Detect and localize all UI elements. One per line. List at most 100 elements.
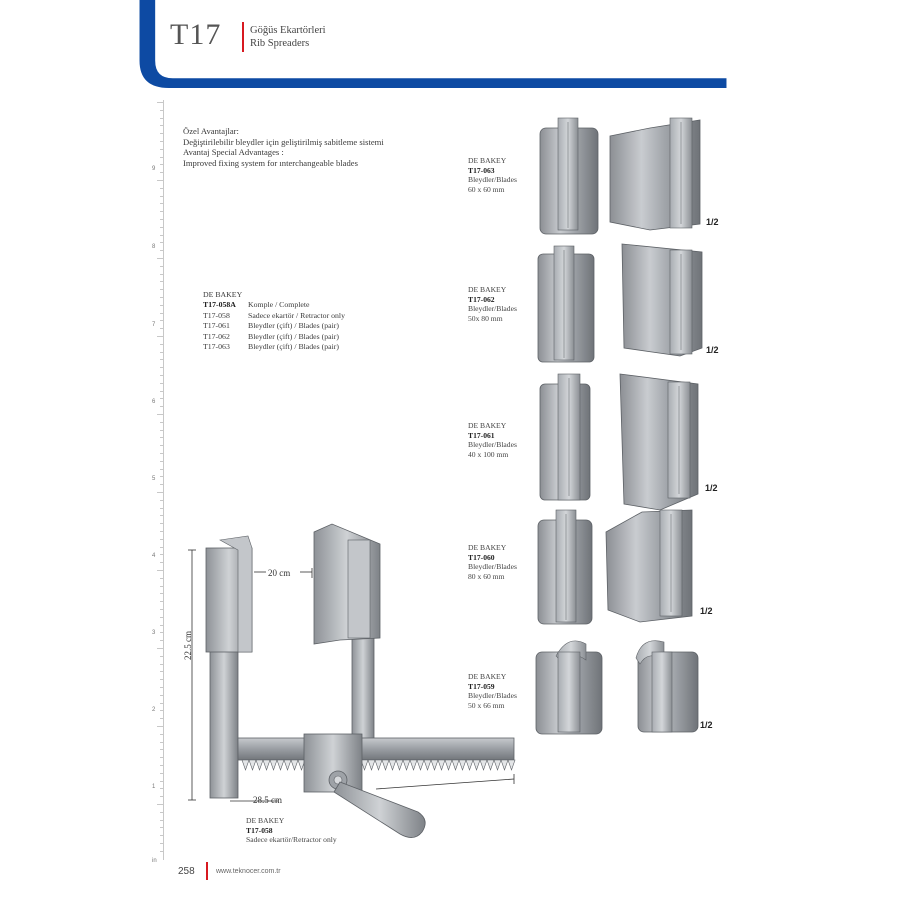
rack-tooth — [465, 759, 474, 771]
rack-tooth — [276, 759, 285, 771]
blade-t17-062-left — [537, 245, 595, 363]
rib-spreader-illustration: /* placeholder for teeth drawn below */ — [188, 523, 516, 838]
rack-tooth — [402, 759, 411, 771]
blade-code: T17-061 — [468, 430, 495, 440]
rack-tooth — [458, 759, 467, 771]
ruler-tick — [160, 312, 164, 314]
table-row: T17-062 Bleydler (çift) / Blades (pair) — [203, 332, 345, 342]
ruler-tick — [160, 601, 164, 603]
blade-size: 80 x 60 mm — [468, 571, 505, 581]
scale-label: 1/2 — [700, 606, 713, 616]
ruler-tick — [160, 390, 164, 392]
ruler-tick — [157, 648, 164, 649]
rack-tooth — [297, 759, 306, 771]
ruler-tick — [160, 437, 164, 439]
rack-tooth — [388, 759, 397, 771]
ruler-tick — [160, 655, 164, 657]
ruler-tick — [160, 679, 164, 681]
ruler-tick — [157, 492, 164, 493]
blade-t17-059-right — [635, 640, 699, 733]
ruler-tick — [160, 554, 164, 556]
ruler-tick — [160, 187, 164, 189]
ruler-tick — [160, 460, 164, 462]
blade-illustrations — [535, 117, 703, 735]
ruler-tick — [160, 125, 164, 127]
scale-label: 1/2 — [706, 217, 719, 227]
ruler-tick — [160, 585, 164, 587]
ruler-tick — [160, 250, 164, 252]
ruler-label: 5 — [152, 476, 156, 482]
blade-label: Bleydler/Blades — [468, 691, 517, 701]
dimension-spread: 28.5 cm — [253, 795, 282, 805]
rack-tooth — [493, 759, 502, 771]
blade-caption-t17-059: DE BAKEY T17-059 Bleydler/Blades 50 x 66… — [468, 672, 517, 710]
ruler-tick — [160, 811, 164, 813]
ruler-tick — [160, 211, 164, 213]
ruler-tick — [160, 757, 164, 759]
scale-label: 1/2 — [700, 720, 713, 730]
rack-tooth — [360, 759, 369, 771]
ruler-tick — [160, 780, 164, 782]
ruler-tick — [157, 102, 164, 103]
ruler-tick — [160, 156, 164, 158]
blade-label: Bleydler/Blades — [468, 175, 517, 185]
item-desc: Sadece ekartör / Retractor only — [248, 310, 345, 320]
ruler-tick — [160, 367, 164, 369]
retractor-caption: DE BAKEY T17-058 Sadece ekartör/Retracto… — [246, 816, 337, 845]
ruler-label: 8 — [152, 244, 156, 250]
ruler-tick — [160, 772, 164, 774]
title-separator — [242, 22, 244, 52]
ruler-tick — [160, 468, 164, 470]
rack-tooth — [451, 759, 460, 771]
blade-t17-060-right — [605, 509, 693, 623]
retractor-code: T17-058 — [246, 825, 273, 835]
rack-tooth — [381, 759, 390, 771]
ruler-tick — [160, 788, 164, 790]
ruler-tick — [160, 843, 164, 844]
ruler-tick — [160, 640, 164, 642]
rack-tooth — [290, 759, 299, 771]
ruler-tick — [160, 281, 164, 283]
page-number: 258 — [178, 866, 195, 877]
ruler-tick — [160, 515, 164, 517]
advantages-text-tr: Değiştirilebilir bleydler için geliştiri… — [183, 136, 384, 147]
ruler-tick — [160, 507, 164, 509]
ruler-tick — [160, 546, 164, 548]
rack-tooth — [409, 759, 418, 771]
ruler-tick — [157, 570, 164, 571]
ruler-tick — [160, 148, 164, 150]
dimension-width: 20 cm — [268, 568, 291, 578]
advantages-heading-en: Avantaj Special Advantages : — [183, 147, 284, 157]
blade-caption-t17-061: DE BAKEY T17-061 Bleydler/Blades 40 x 10… — [468, 421, 517, 459]
blade-name: DE BAKEY — [468, 543, 507, 552]
blade-t17-063-right — [609, 117, 701, 231]
blade-size: 50 x 66 mm — [468, 700, 505, 710]
blade-name: DE BAKEY — [468, 672, 507, 681]
rack-tooth — [507, 759, 516, 771]
item-desc: Bleydler (çift) / Blades (pair) — [248, 331, 339, 341]
ruler-tick — [160, 484, 164, 486]
blade-name: DE BAKEY — [468, 285, 507, 294]
ruler — [163, 100, 164, 860]
footer-url[interactable]: www.teknocer.com.tr — [216, 868, 281, 875]
blade-t17-059-left — [535, 640, 603, 735]
ruler-label: 6 — [152, 399, 156, 405]
ruler-tick — [160, 632, 164, 634]
ruler-tick — [160, 406, 164, 408]
table-row: T17-058 Sadece ekartör / Retractor only — [203, 311, 345, 321]
ruler-label: 1 — [152, 784, 156, 790]
dimension-height: 22.5 cm — [183, 631, 193, 660]
item-code: T17-061 — [203, 321, 230, 331]
ruler-tick — [160, 429, 164, 431]
ruler-tick — [160, 375, 164, 376]
blade-t17-060-left — [537, 509, 593, 625]
blade-caption-t17-060: DE BAKEY T17-060 Bleydler/Blades 80 x 60… — [468, 543, 517, 581]
ruler-tick — [160, 562, 164, 564]
rack-tooth — [444, 759, 453, 771]
ruler-tick — [160, 687, 164, 688]
rack-tooth — [374, 759, 383, 771]
subtitle-en: Rib Spreaders — [250, 38, 310, 49]
rack-tooth — [486, 759, 495, 771]
ruler-tick — [160, 265, 164, 267]
ruler-tick — [160, 203, 164, 205]
